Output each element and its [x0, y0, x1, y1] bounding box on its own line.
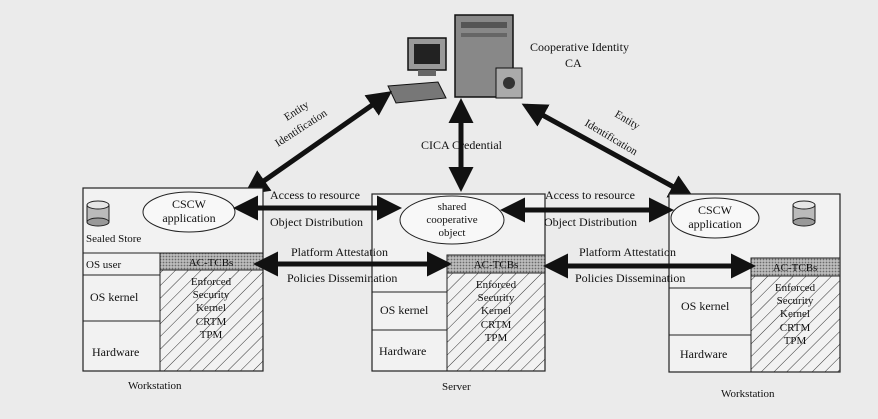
shared-object-line1: shared — [438, 201, 467, 213]
right-hardware-label: Hardware — [680, 347, 727, 361]
left-hardware-label: Hardware — [92, 345, 139, 359]
right-workstation-caption: Workstation — [721, 388, 775, 400]
right-security-label: Security — [777, 295, 814, 307]
entity-identification-left-arrow — [243, 91, 393, 195]
policies-dissemination-left-label: Policies Dissemination — [287, 271, 397, 285]
left-kernel-hatch — [159, 269, 264, 372]
platform-attestation-right-label: Platform Attestation — [579, 245, 676, 259]
left-os-kernel-label: OS kernel — [90, 290, 139, 304]
ca-label-line1: Cooperative Identity — [530, 40, 629, 54]
server-caption: Server — [442, 381, 471, 393]
left-cscw-app-line2: application — [162, 211, 215, 225]
cica-credential-label: CICA Credential — [421, 138, 503, 152]
server-hardware-label: Hardware — [379, 344, 426, 358]
left-security-label: Security — [193, 289, 230, 301]
ca-computer-icon — [387, 14, 523, 104]
right-kernel-hatch — [750, 275, 841, 373]
platform-attestation-left-label: Platform Attestation — [291, 245, 388, 259]
left-tpm-label: TPM — [200, 329, 223, 341]
policies-dissemination-right-label: Policies Dissemination — [575, 271, 685, 285]
right-kernel-label: Kernel — [780, 308, 810, 320]
entity-identification-right-label-1: Entity — [612, 108, 642, 132]
server-enforced-label: Enforced — [476, 279, 517, 291]
right-crtm-label: CRTM — [780, 322, 811, 334]
sealed-store-icon — [86, 200, 110, 227]
server-crtm-label: CRTM — [481, 319, 512, 331]
left-enforced-label: Enforced — [191, 276, 232, 288]
left-workstation: Sealed Store CSCW application OS user AC… — [82, 187, 264, 372]
access-to-resource-right-label: Access to resource — [545, 188, 635, 202]
right-workstation: CSCW application AC-TCBs Enforced Securi… — [668, 193, 841, 373]
left-kernel-label: Kernel — [196, 302, 226, 314]
server-tcb-label: AC-TCBs — [474, 259, 519, 271]
left-workstation-caption: Workstation — [128, 380, 182, 392]
left-cscw-app-line1: CSCW — [172, 197, 207, 211]
right-os-kernel-label: OS kernel — [681, 299, 730, 313]
left-os-user-label: OS user — [86, 259, 121, 271]
right-cscw-app-line1: CSCW — [698, 203, 733, 217]
server-tpm-label: TPM — [485, 332, 508, 344]
access-to-resource-left-label: Access to resource — [270, 188, 360, 202]
right-enforced-label: Enforced — [775, 282, 816, 294]
server-kernel-hatch — [446, 272, 546, 372]
left-crtm-label: CRTM — [196, 316, 227, 328]
object-distribution-left-label: Object Distribution — [270, 215, 363, 229]
server-security-label: Security — [478, 292, 515, 304]
ca-label-line2: CA — [565, 56, 582, 70]
entity-identification-right-arrow — [521, 103, 695, 199]
server-os-kernel-label: OS kernel — [380, 303, 429, 317]
object-distribution-right-label: Object Distribution — [544, 215, 637, 229]
right-tpm-label: TPM — [784, 335, 807, 347]
right-sealed-store-icon — [792, 200, 816, 227]
sealed-store-label: Sealed Store — [86, 233, 141, 245]
shared-object-line2: cooperative — [426, 214, 477, 226]
server-kernel-label: Kernel — [481, 305, 511, 317]
server: shared cooperative object AC-TCBs Enforc… — [371, 193, 546, 372]
right-cscw-app-line2: application — [688, 217, 741, 231]
right-tcb-label: AC-TCBs — [773, 262, 818, 274]
shared-object-line3: object — [439, 227, 466, 239]
left-tcb-label: AC-TCBs — [189, 257, 234, 269]
